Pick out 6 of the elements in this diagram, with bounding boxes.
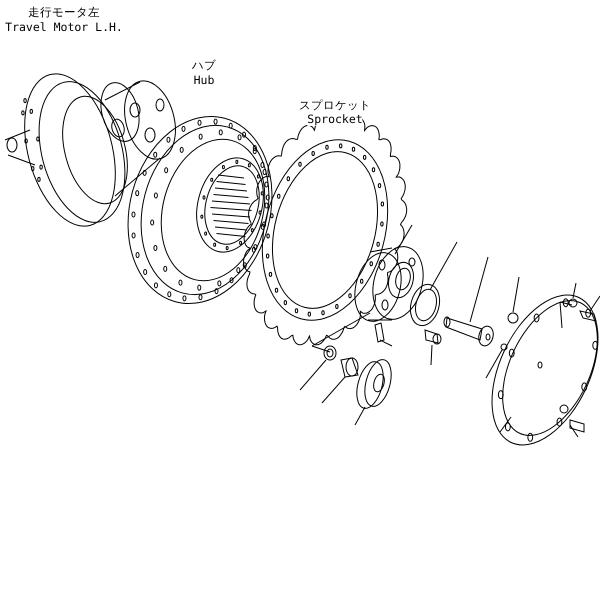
part-label: 走行モータ左 <box>28 5 100 19</box>
part-label: スプロケット <box>299 98 371 112</box>
part-label: Sprocket <box>307 112 363 126</box>
part-label: ハブ <box>192 58 216 72</box>
part-label: Travel Motor L.H. <box>5 20 123 34</box>
part-label: Hub <box>194 73 214 87</box>
